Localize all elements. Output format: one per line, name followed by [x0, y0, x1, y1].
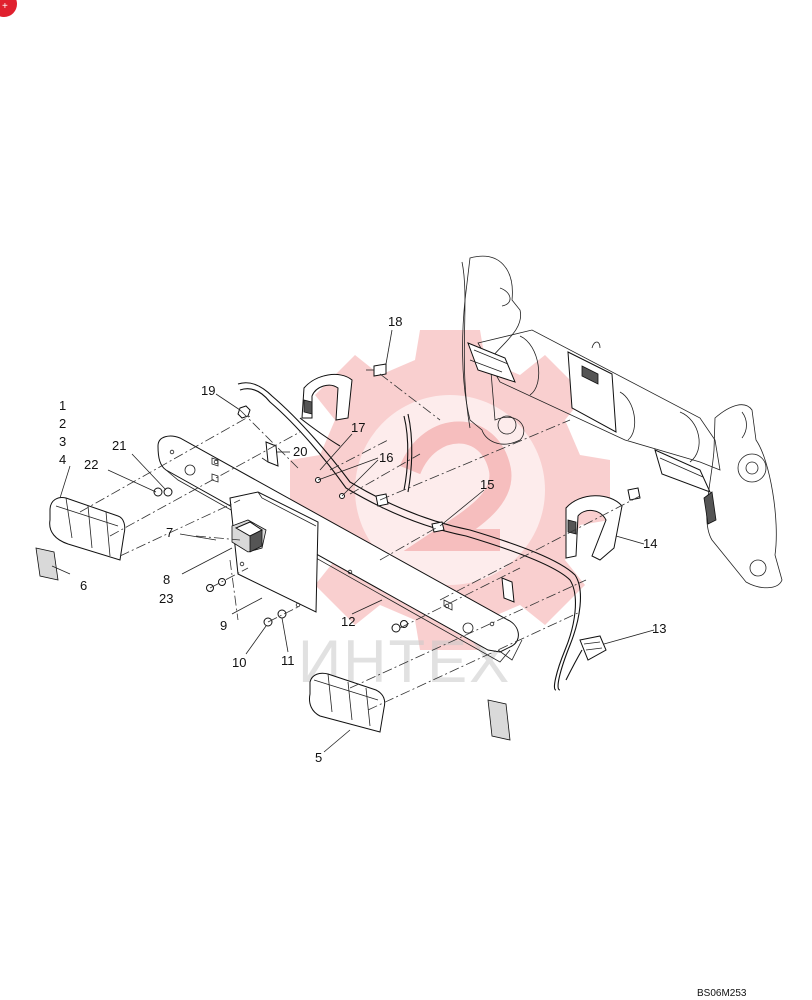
lamp-assembly-1-4 [49, 497, 126, 561]
callout-23: 23 [159, 591, 173, 606]
reflector-bottom [487, 699, 511, 741]
red-badge-icon: + [0, 0, 17, 17]
reflector-6 [35, 547, 59, 581]
watermark-logo: ИНТЕХ [290, 330, 610, 695]
callout-16: 16 [379, 450, 393, 465]
callout-5: 5 [315, 750, 322, 765]
callout-3: 3 [59, 434, 66, 449]
callout-20: 20 [293, 444, 307, 459]
svg-text:+: + [2, 1, 8, 12]
lamp-assembly-5 [309, 672, 386, 733]
callout-1: 1 [59, 398, 66, 413]
callout-7: 7 [166, 525, 173, 540]
clip-tab-right [501, 577, 515, 603]
harness-clamp-14 [565, 495, 623, 561]
nut-19 [237, 405, 251, 419]
loader-frame-background [461, 256, 783, 589]
callout-21: 21 [112, 438, 126, 453]
bolt-18 [366, 363, 387, 377]
callout-10: 10 [232, 655, 246, 670]
bolt-top-right [627, 487, 641, 501]
callout-19: 19 [201, 383, 215, 398]
callout-15: 15 [480, 477, 494, 492]
leader-lines [51, 329, 655, 753]
callout-labels: 1 2 3 4 5 6 7 8 23 9 10 11 12 13 14 15 1… [59, 314, 666, 765]
harness-clamp-upper [301, 373, 353, 421]
callout-13: 13 [652, 621, 666, 636]
callout-12: 12 [341, 614, 355, 629]
nuts-21-22 [153, 487, 173, 497]
callout-2: 2 [59, 416, 66, 431]
callout-17: 17 [351, 420, 365, 435]
bolt-15 [431, 521, 445, 533]
callout-6: 6 [80, 578, 87, 593]
callout-4: 4 [59, 452, 66, 467]
assembly-centerlines [79, 373, 641, 711]
callout-14: 14 [643, 536, 657, 551]
harness-connector [565, 635, 607, 681]
light-bar-bracket [157, 435, 523, 663]
bolt-mid [375, 493, 389, 507]
callout-18: 18 [388, 314, 402, 329]
wire-harness [237, 382, 581, 691]
clip-tab [261, 441, 279, 467]
flasher-relay [231, 519, 267, 553]
callout-9: 9 [220, 618, 227, 633]
callout-8: 8 [163, 572, 170, 587]
callout-11: 11 [281, 653, 295, 668]
screw-16 [315, 477, 345, 499]
callout-22: 22 [84, 457, 98, 472]
drawing-code: BS06M253 [697, 988, 747, 999]
